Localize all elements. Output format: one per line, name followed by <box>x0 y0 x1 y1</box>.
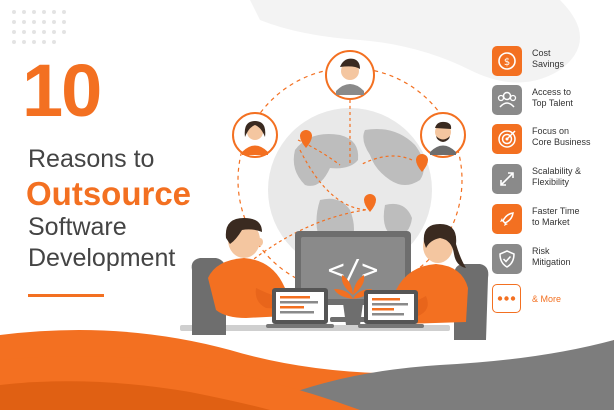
benefit-label: Access to <box>532 87 572 97</box>
benefit-label: Scalability & <box>532 166 582 176</box>
headline-underline <box>28 294 104 297</box>
benefit-label: Faster Time <box>532 206 580 216</box>
avatar <box>420 112 466 158</box>
benefit-label: Mitigation <box>532 257 571 267</box>
benefit-label: to Market <box>532 217 570 227</box>
benefit-label: Risk <box>532 246 550 256</box>
target-icon <box>492 124 522 154</box>
expand-arrows-icon <box>492 164 522 194</box>
dot-pattern <box>12 10 66 44</box>
benefit-label: Top Talent <box>532 98 573 108</box>
benefit-label: Savings <box>532 59 565 69</box>
headline-number: 10 <box>22 49 102 132</box>
location-pin-icon <box>300 130 428 212</box>
benefit-label: Focus on <box>532 126 570 136</box>
shield-check-icon <box>492 244 522 274</box>
benefit-label: Cost <box>532 48 551 58</box>
developer-right <box>358 224 489 340</box>
rocket-icon <box>492 204 522 234</box>
team-icon <box>492 85 522 115</box>
piggy-bank-icon: $ <box>492 46 522 76</box>
code-icon: </> <box>328 253 379 286</box>
benefit-label: Core Business <box>532 137 591 147</box>
more-dots-icon <box>492 284 521 313</box>
headline-line-2: Outsource <box>26 175 192 212</box>
benefit-item: Scalability &Flexibility <box>492 164 610 196</box>
headline-line-3: Software <box>28 213 127 241</box>
more-label: & More <box>532 294 562 304</box>
svg-text:$: $ <box>504 57 510 68</box>
avatar <box>232 112 278 158</box>
headline-line-1: Reasons to <box>28 145 155 173</box>
plant-icon <box>334 275 372 325</box>
avatar <box>325 50 375 100</box>
headline-line-4: Development <box>28 244 176 272</box>
benefit-item-more: & More <box>492 284 610 316</box>
benefit-label: Flexibility <box>532 177 570 187</box>
developer-left <box>191 218 334 335</box>
